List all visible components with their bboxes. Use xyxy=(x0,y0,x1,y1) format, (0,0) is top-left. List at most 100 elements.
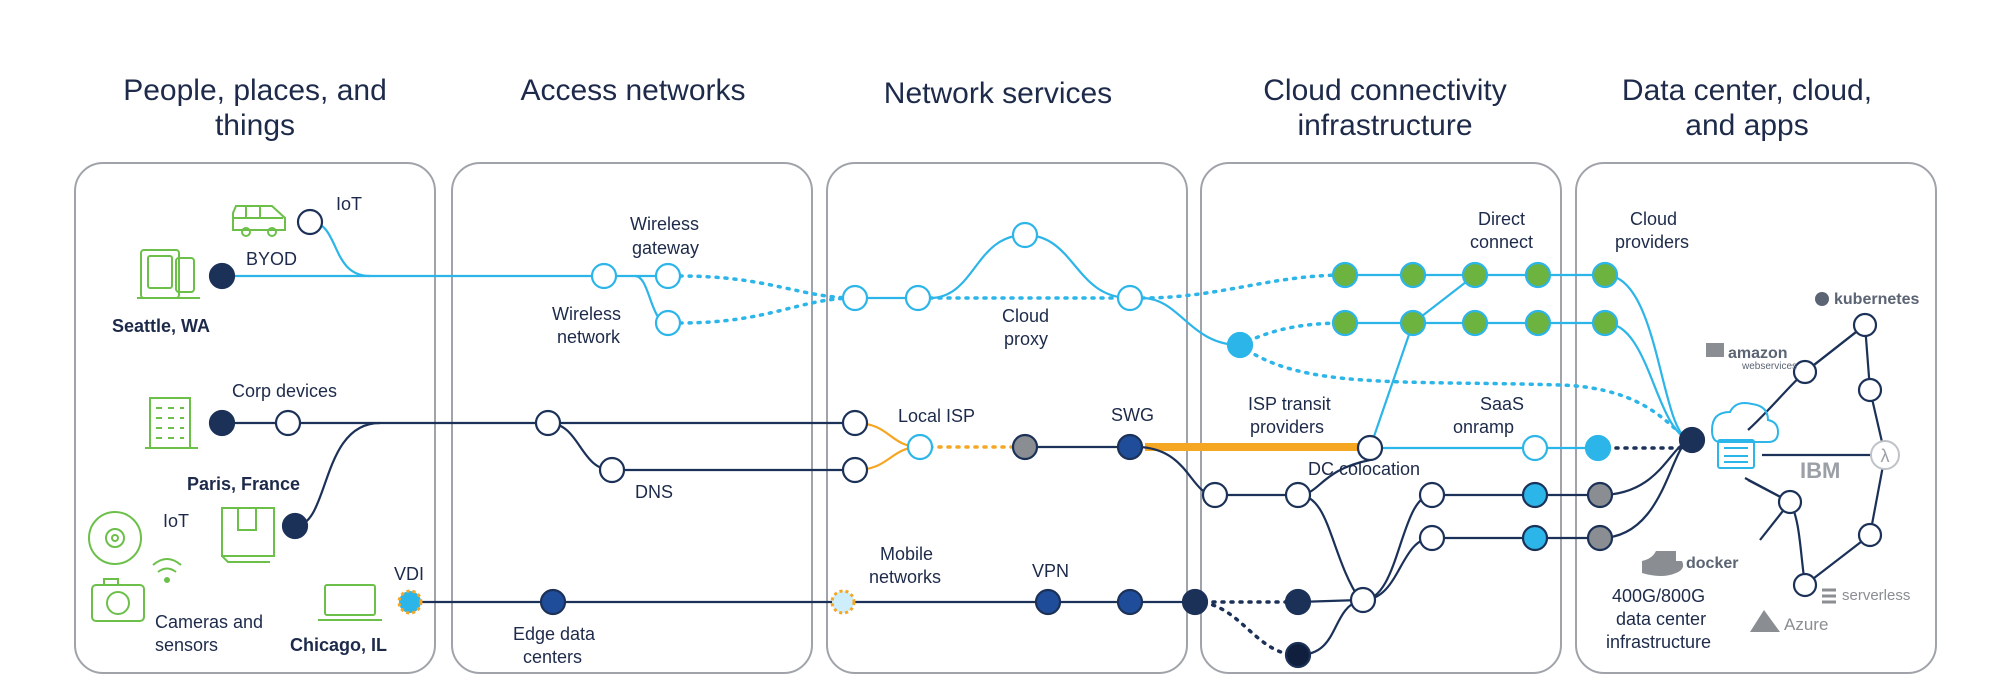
label-wireless-network: Wireless xyxy=(552,304,621,324)
node-direct-7[interactable] xyxy=(1461,309,1489,337)
label-edge-data-centers: centers xyxy=(523,647,582,667)
node-paris[interactable] xyxy=(208,409,236,437)
node-colo-1[interactable] xyxy=(1201,481,1229,509)
node-direct-3[interactable] xyxy=(1461,261,1489,289)
node-dns[interactable] xyxy=(598,456,626,484)
link-hub-dotted-dc xyxy=(1238,343,1692,442)
ibm-logo: IBM xyxy=(1800,458,1840,483)
node-app-2[interactable] xyxy=(1852,312,1878,338)
column-titles: People, places, and things Access networ… xyxy=(123,74,1872,142)
node-app-1[interactable] xyxy=(1792,359,1818,385)
car-icon xyxy=(232,205,286,237)
panels xyxy=(74,162,1937,674)
label-isp-transit: ISP transit xyxy=(1248,394,1331,414)
label-cameras: Cameras and xyxy=(155,612,263,632)
node-seattle[interactable] xyxy=(208,262,236,290)
label-cloud-proxy: Cloud xyxy=(1002,306,1049,326)
node-edge-data-center[interactable] xyxy=(539,588,567,616)
node-colo-4[interactable] xyxy=(1521,481,1549,509)
link-paris-iot xyxy=(294,421,381,528)
column-title: Network services xyxy=(884,77,1112,110)
node-vpn-dark[interactable] xyxy=(1181,588,1209,616)
node-vpn-out[interactable] xyxy=(1116,588,1144,616)
node-access-corp[interactable] xyxy=(534,409,562,437)
label-dc-infrastructure: data center xyxy=(1616,609,1706,629)
node-wireless-gateway[interactable] xyxy=(654,262,682,290)
node-direct-4[interactable] xyxy=(1524,261,1552,289)
node-iot-bottom[interactable] xyxy=(281,512,309,540)
label-direct-connect: connect xyxy=(1470,232,1533,252)
node-swg[interactable] xyxy=(1116,433,1144,461)
node-colo-2[interactable] xyxy=(1284,481,1312,509)
node-colo-merge[interactable] xyxy=(1349,586,1377,614)
label-dc-infrastructure: 400G/800G xyxy=(1612,586,1705,606)
node-isp-transit[interactable] xyxy=(1356,434,1384,462)
node-colo-6[interactable] xyxy=(1521,524,1549,552)
label-cloud-proxy: proxy xyxy=(1004,329,1048,349)
node-isp-in-2[interactable] xyxy=(841,456,869,484)
tablet-phone-icon xyxy=(137,249,200,299)
node-dc-saas[interactable] xyxy=(1584,434,1612,462)
node-cloud-provider-2[interactable] xyxy=(1591,309,1619,337)
node-proxy-2[interactable] xyxy=(904,284,932,312)
column-title: Access networks xyxy=(520,74,745,107)
link-vpn-dotted-low xyxy=(1193,600,1300,657)
panel-network-services xyxy=(826,162,1188,674)
label-cloud-providers: Cloud xyxy=(1630,209,1677,229)
node-chicago-2[interactable] xyxy=(1284,641,1312,669)
node-isp-in-1[interactable] xyxy=(841,409,869,437)
label-dc-infrastructure: infrastructure xyxy=(1606,632,1711,652)
node-proxy-in[interactable] xyxy=(841,284,869,312)
nodes xyxy=(208,208,1883,669)
label-vdi: VDI xyxy=(394,564,424,584)
label-mobile-networks: networks xyxy=(869,567,941,587)
node-iot-top[interactable] xyxy=(296,208,324,236)
node-direct-8[interactable] xyxy=(1524,309,1552,337)
label-cameras: sensors xyxy=(155,635,218,655)
label-edge-data-centers: Edge data xyxy=(513,624,596,644)
node-corp-devices[interactable] xyxy=(274,409,302,437)
svg-text:amazon: amazon xyxy=(1728,345,1788,362)
wifi-icon xyxy=(152,558,182,583)
node-direct-5[interactable] xyxy=(1331,309,1359,337)
node-dc-gray-2[interactable] xyxy=(1586,524,1614,552)
node-local-isp[interactable] xyxy=(906,433,934,461)
node-wireless-lower[interactable] xyxy=(654,309,682,337)
node-vpn[interactable] xyxy=(1034,588,1062,616)
link-hub-dotted-right xyxy=(1238,321,1347,347)
label-isp-transit: providers xyxy=(1250,417,1324,437)
node-dc-gray-1[interactable] xyxy=(1586,481,1614,509)
node-colo-5[interactable] xyxy=(1418,524,1446,552)
node-app-3[interactable] xyxy=(1857,377,1883,403)
node-chicago-1[interactable] xyxy=(1284,588,1312,616)
node-direct-6[interactable] xyxy=(1399,309,1427,337)
node-dc-core[interactable] xyxy=(1678,426,1706,454)
server-cloud-icon xyxy=(1710,402,1780,469)
column-title: things xyxy=(215,109,295,142)
node-app-6[interactable] xyxy=(1792,572,1818,598)
label-corp-devices: Corp devices xyxy=(232,381,337,401)
label-direct-connect: Direct xyxy=(1478,209,1525,229)
node-app-4[interactable] xyxy=(1777,489,1803,515)
link-to-direct-connect xyxy=(1140,273,1347,300)
node-saas-onramp[interactable] xyxy=(1521,434,1549,462)
node-cloud-provider-1[interactable] xyxy=(1591,261,1619,289)
label-wireless-gateway: gateway xyxy=(632,238,699,258)
node-mobile-networks[interactable] xyxy=(830,589,856,615)
node-vdi[interactable] xyxy=(397,589,423,615)
label-wireless-gateway: Wireless xyxy=(630,214,699,234)
node-isp-gray[interactable] xyxy=(1011,433,1039,461)
node-cloud-hub[interactable] xyxy=(1226,331,1254,359)
node-app-5[interactable] xyxy=(1857,522,1883,548)
node-proxy-out[interactable] xyxy=(1116,284,1144,312)
column-title: infrastructure xyxy=(1297,109,1472,142)
node-direct-1[interactable] xyxy=(1331,261,1359,289)
amazon-logo: amazon webservices xyxy=(1706,343,1797,372)
node-colo-3[interactable] xyxy=(1418,481,1446,509)
node-direct-2[interactable] xyxy=(1399,261,1427,289)
node-wireless-network[interactable] xyxy=(590,262,618,290)
node-cloud-proxy[interactable] xyxy=(1011,221,1039,249)
svg-text:λ: λ xyxy=(1881,446,1890,466)
link-wireless-network-proxy xyxy=(678,296,857,325)
